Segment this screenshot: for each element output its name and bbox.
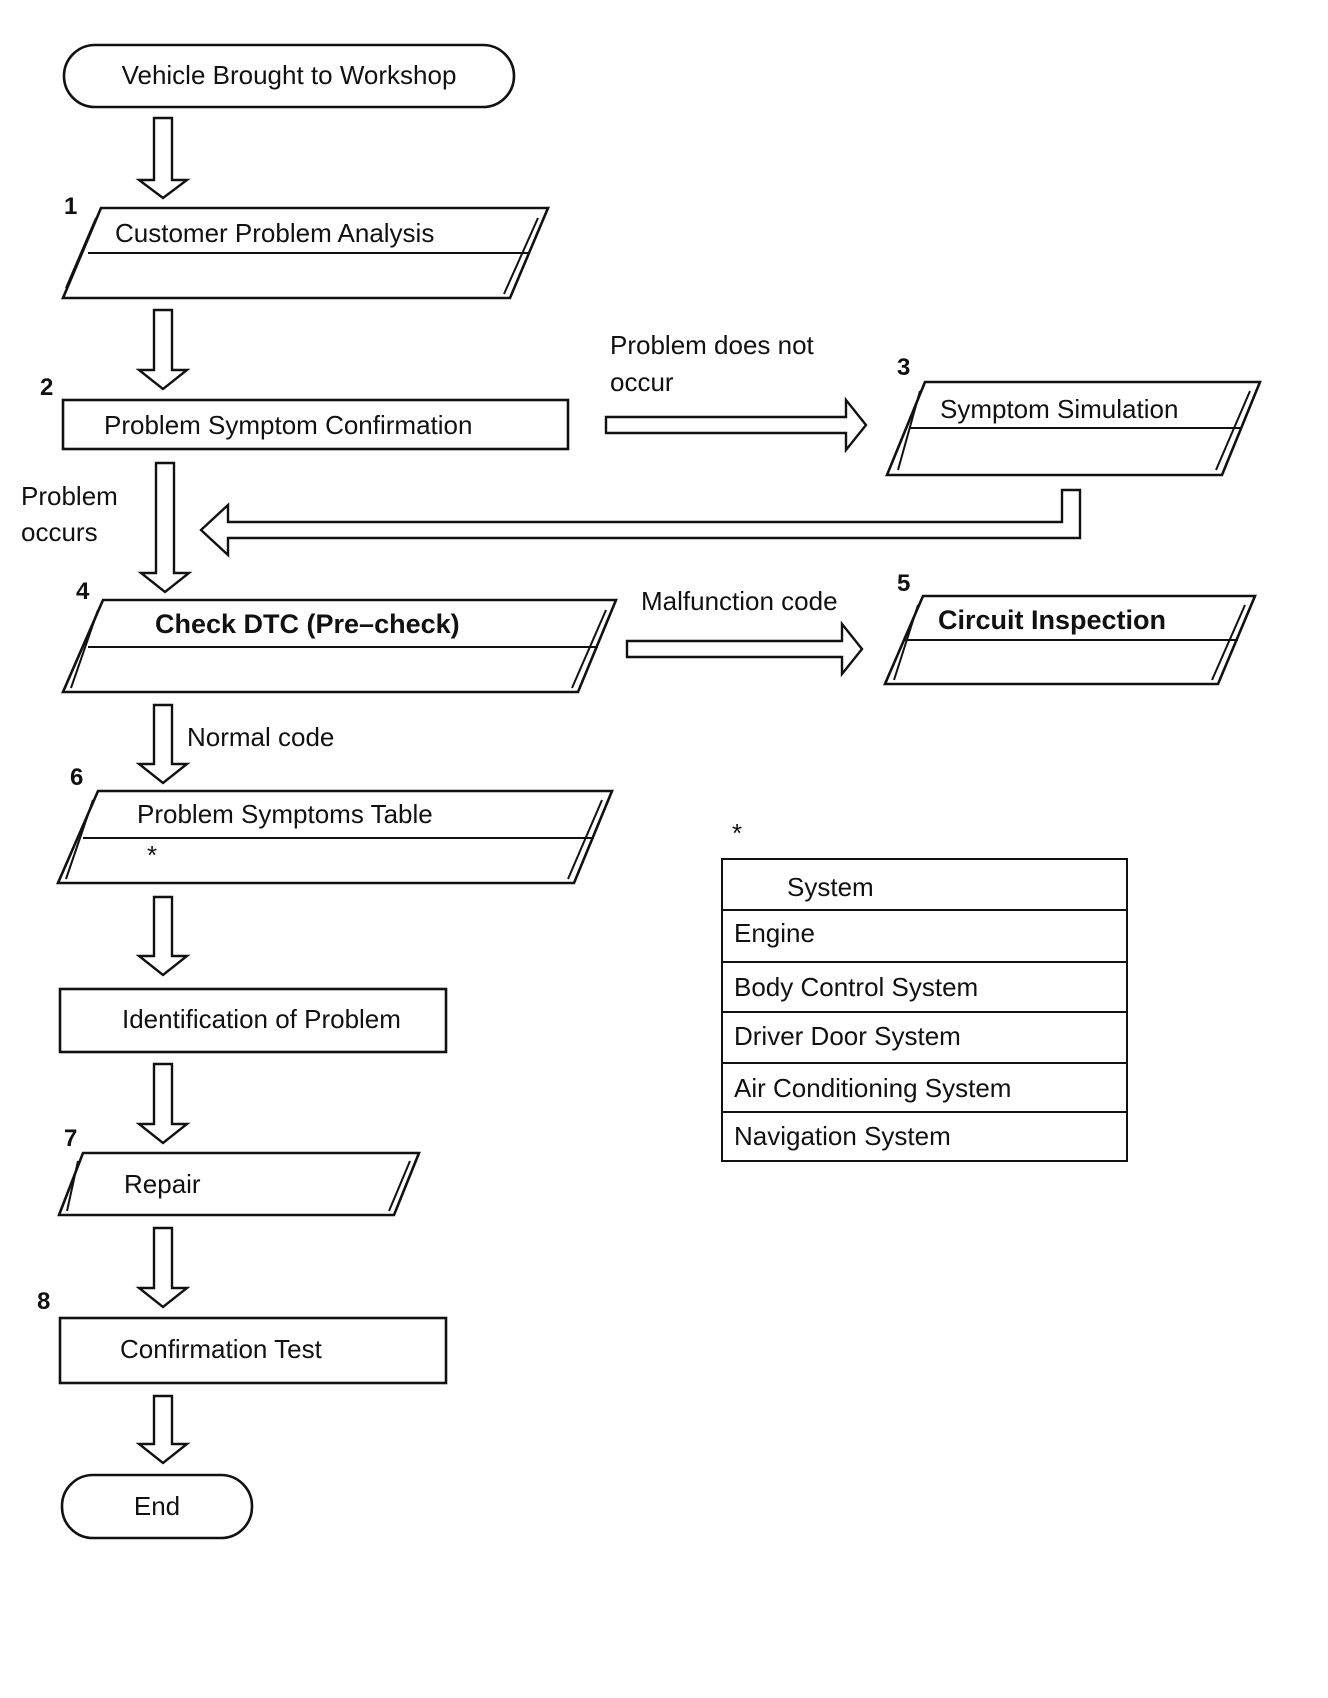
step5-number: 5: [897, 570, 910, 597]
step2-number: 2: [40, 374, 53, 401]
label-normal-code: Normal code: [187, 722, 334, 752]
system-row-driver-door: Driver Door System: [734, 1021, 961, 1051]
label-problem-occurs-2: occurs: [21, 517, 98, 547]
step3-symptom-simulation: Symptom Simulation: [885, 380, 1262, 477]
arrow-identify-to-step7: [135, 1062, 191, 1145]
identify-label: Identification of Problem: [122, 1004, 401, 1034]
step3-label: Symptom Simulation: [940, 394, 1178, 424]
arrow-step7-to-step8: [135, 1226, 191, 1309]
label-problem-does-not-occur-1: Problem does not: [610, 330, 815, 360]
step8-number: 8: [37, 1288, 50, 1315]
arrow-step1-to-step2: [135, 308, 191, 391]
arrow-step2-to-step3: [604, 396, 868, 454]
step7-repair: Repair: [57, 1151, 421, 1217]
start-label: Vehicle Brought to Workshop: [122, 60, 457, 90]
step3-number: 3: [897, 354, 910, 381]
system-table-marker: *: [732, 818, 742, 848]
arrow-step8-to-end: [135, 1394, 191, 1465]
arrow-step6-to-identify: [135, 895, 191, 977]
start-terminal: Vehicle Brought to Workshop: [62, 43, 516, 109]
step5-label: Circuit Inspection: [938, 605, 1166, 635]
end-label: End: [134, 1491, 180, 1521]
step4-check-dtc: Check DTC (Pre–check): [61, 598, 618, 694]
label-problem-does-not-occur-2: occur: [610, 367, 674, 397]
label-malfunction-code: Malfunction code: [641, 586, 838, 616]
identification-of-problem: Identification of Problem: [58, 987, 448, 1054]
step4-label: Check DTC (Pre–check): [155, 609, 460, 639]
system-row-navigation: Navigation System: [734, 1121, 951, 1151]
step1-label: Customer Problem Analysis: [115, 218, 434, 248]
step8-confirmation-test: Confirmation Test: [58, 1316, 448, 1385]
system-row-air-conditioning: Air Conditioning System: [734, 1073, 1011, 1103]
step1-number: 1: [64, 193, 77, 220]
system-table-header: System: [787, 872, 874, 902]
step6-problem-symptoms-table: Problem Symptoms Table *: [56, 789, 614, 885]
system-table: System Engine Body Control System Driver…: [721, 858, 1128, 1162]
end-terminal: End: [60, 1473, 254, 1540]
arrow-step4-to-step5: [625, 620, 864, 678]
step7-number: 7: [64, 1125, 77, 1152]
step7-label: Repair: [124, 1169, 201, 1199]
system-row-body-control: Body Control System: [734, 972, 978, 1002]
system-row-engine: Engine: [734, 918, 815, 948]
arrow-step2-to-step4: [137, 461, 193, 594]
step4-number: 4: [76, 578, 90, 605]
arrow-step4-to-step6: [135, 703, 191, 785]
arrow-start-to-step1: [135, 116, 191, 200]
step1-customer-problem-analysis: Customer Problem Analysis: [61, 206, 550, 300]
step2-problem-symptom-confirmation: Problem Symptom Confirmation: [61, 398, 570, 451]
step2-label: Problem Symptom Confirmation: [104, 410, 472, 440]
label-problem-occurs-1: Problem: [21, 481, 118, 511]
step5-circuit-inspection: Circuit Inspection: [883, 594, 1257, 686]
arrow-step3-return: [199, 488, 1082, 558]
step6-label: Problem Symptoms Table: [137, 799, 433, 829]
step6-note-marker: *: [147, 840, 157, 870]
step8-label: Confirmation Test: [120, 1334, 323, 1364]
step6-number: 6: [70, 764, 83, 791]
